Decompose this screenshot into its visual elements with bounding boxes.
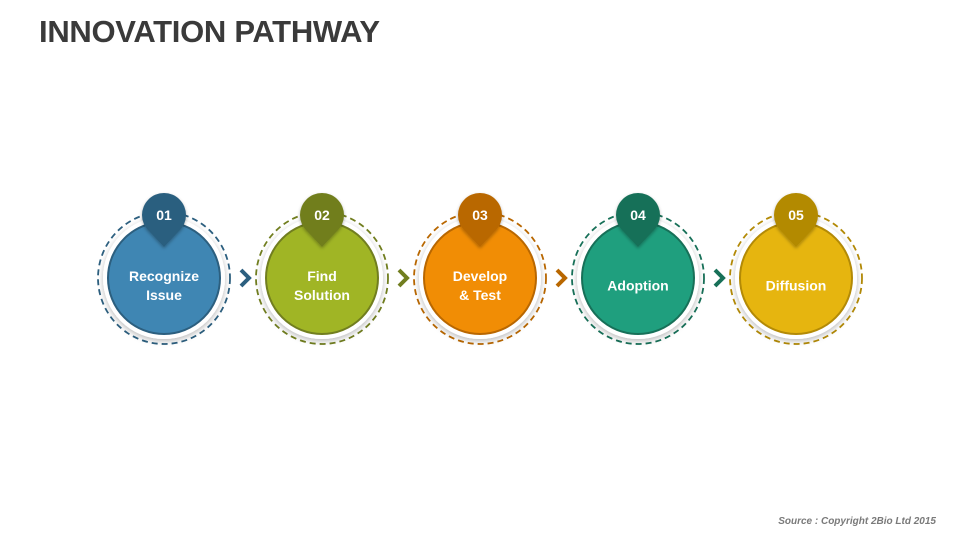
page-title: INNOVATION PATHWAY <box>39 14 380 49</box>
step-5-number: 05 <box>788 207 804 223</box>
step-1-label: Recognize Issue <box>128 268 199 303</box>
chevron-right-icon <box>713 268 726 288</box>
chevron-right-icon <box>397 268 410 288</box>
step-2-node <box>255 192 389 345</box>
step-2-pin-marker <box>300 192 344 247</box>
step-3-pin-marker <box>458 193 502 247</box>
step-4-pin-marker <box>616 193 660 247</box>
step-4-node <box>571 193 705 345</box>
step-3-number: 03 <box>472 207 488 223</box>
step-4-number: 04 <box>630 207 646 223</box>
source-credit: Source : Copyright 2Bio Ltd 2015 <box>778 516 936 527</box>
step-1-node <box>97 193 231 345</box>
step-2-number: 02 <box>314 207 330 223</box>
step-5-label: Diffusion <box>765 277 827 294</box>
chevron-right-icon <box>555 268 568 288</box>
step-1-pin-marker <box>142 193 186 247</box>
step-3-node <box>413 193 547 345</box>
step-1-number: 01 <box>156 207 172 223</box>
step-2-label: Find Solution <box>294 268 350 303</box>
step-5-pin-marker <box>774 193 819 247</box>
step-4-label: Adoption <box>607 277 669 294</box>
step-3-label: Develop & Test <box>452 268 508 303</box>
step-5-node <box>729 193 863 345</box>
chevron-right-icon <box>239 268 252 288</box>
